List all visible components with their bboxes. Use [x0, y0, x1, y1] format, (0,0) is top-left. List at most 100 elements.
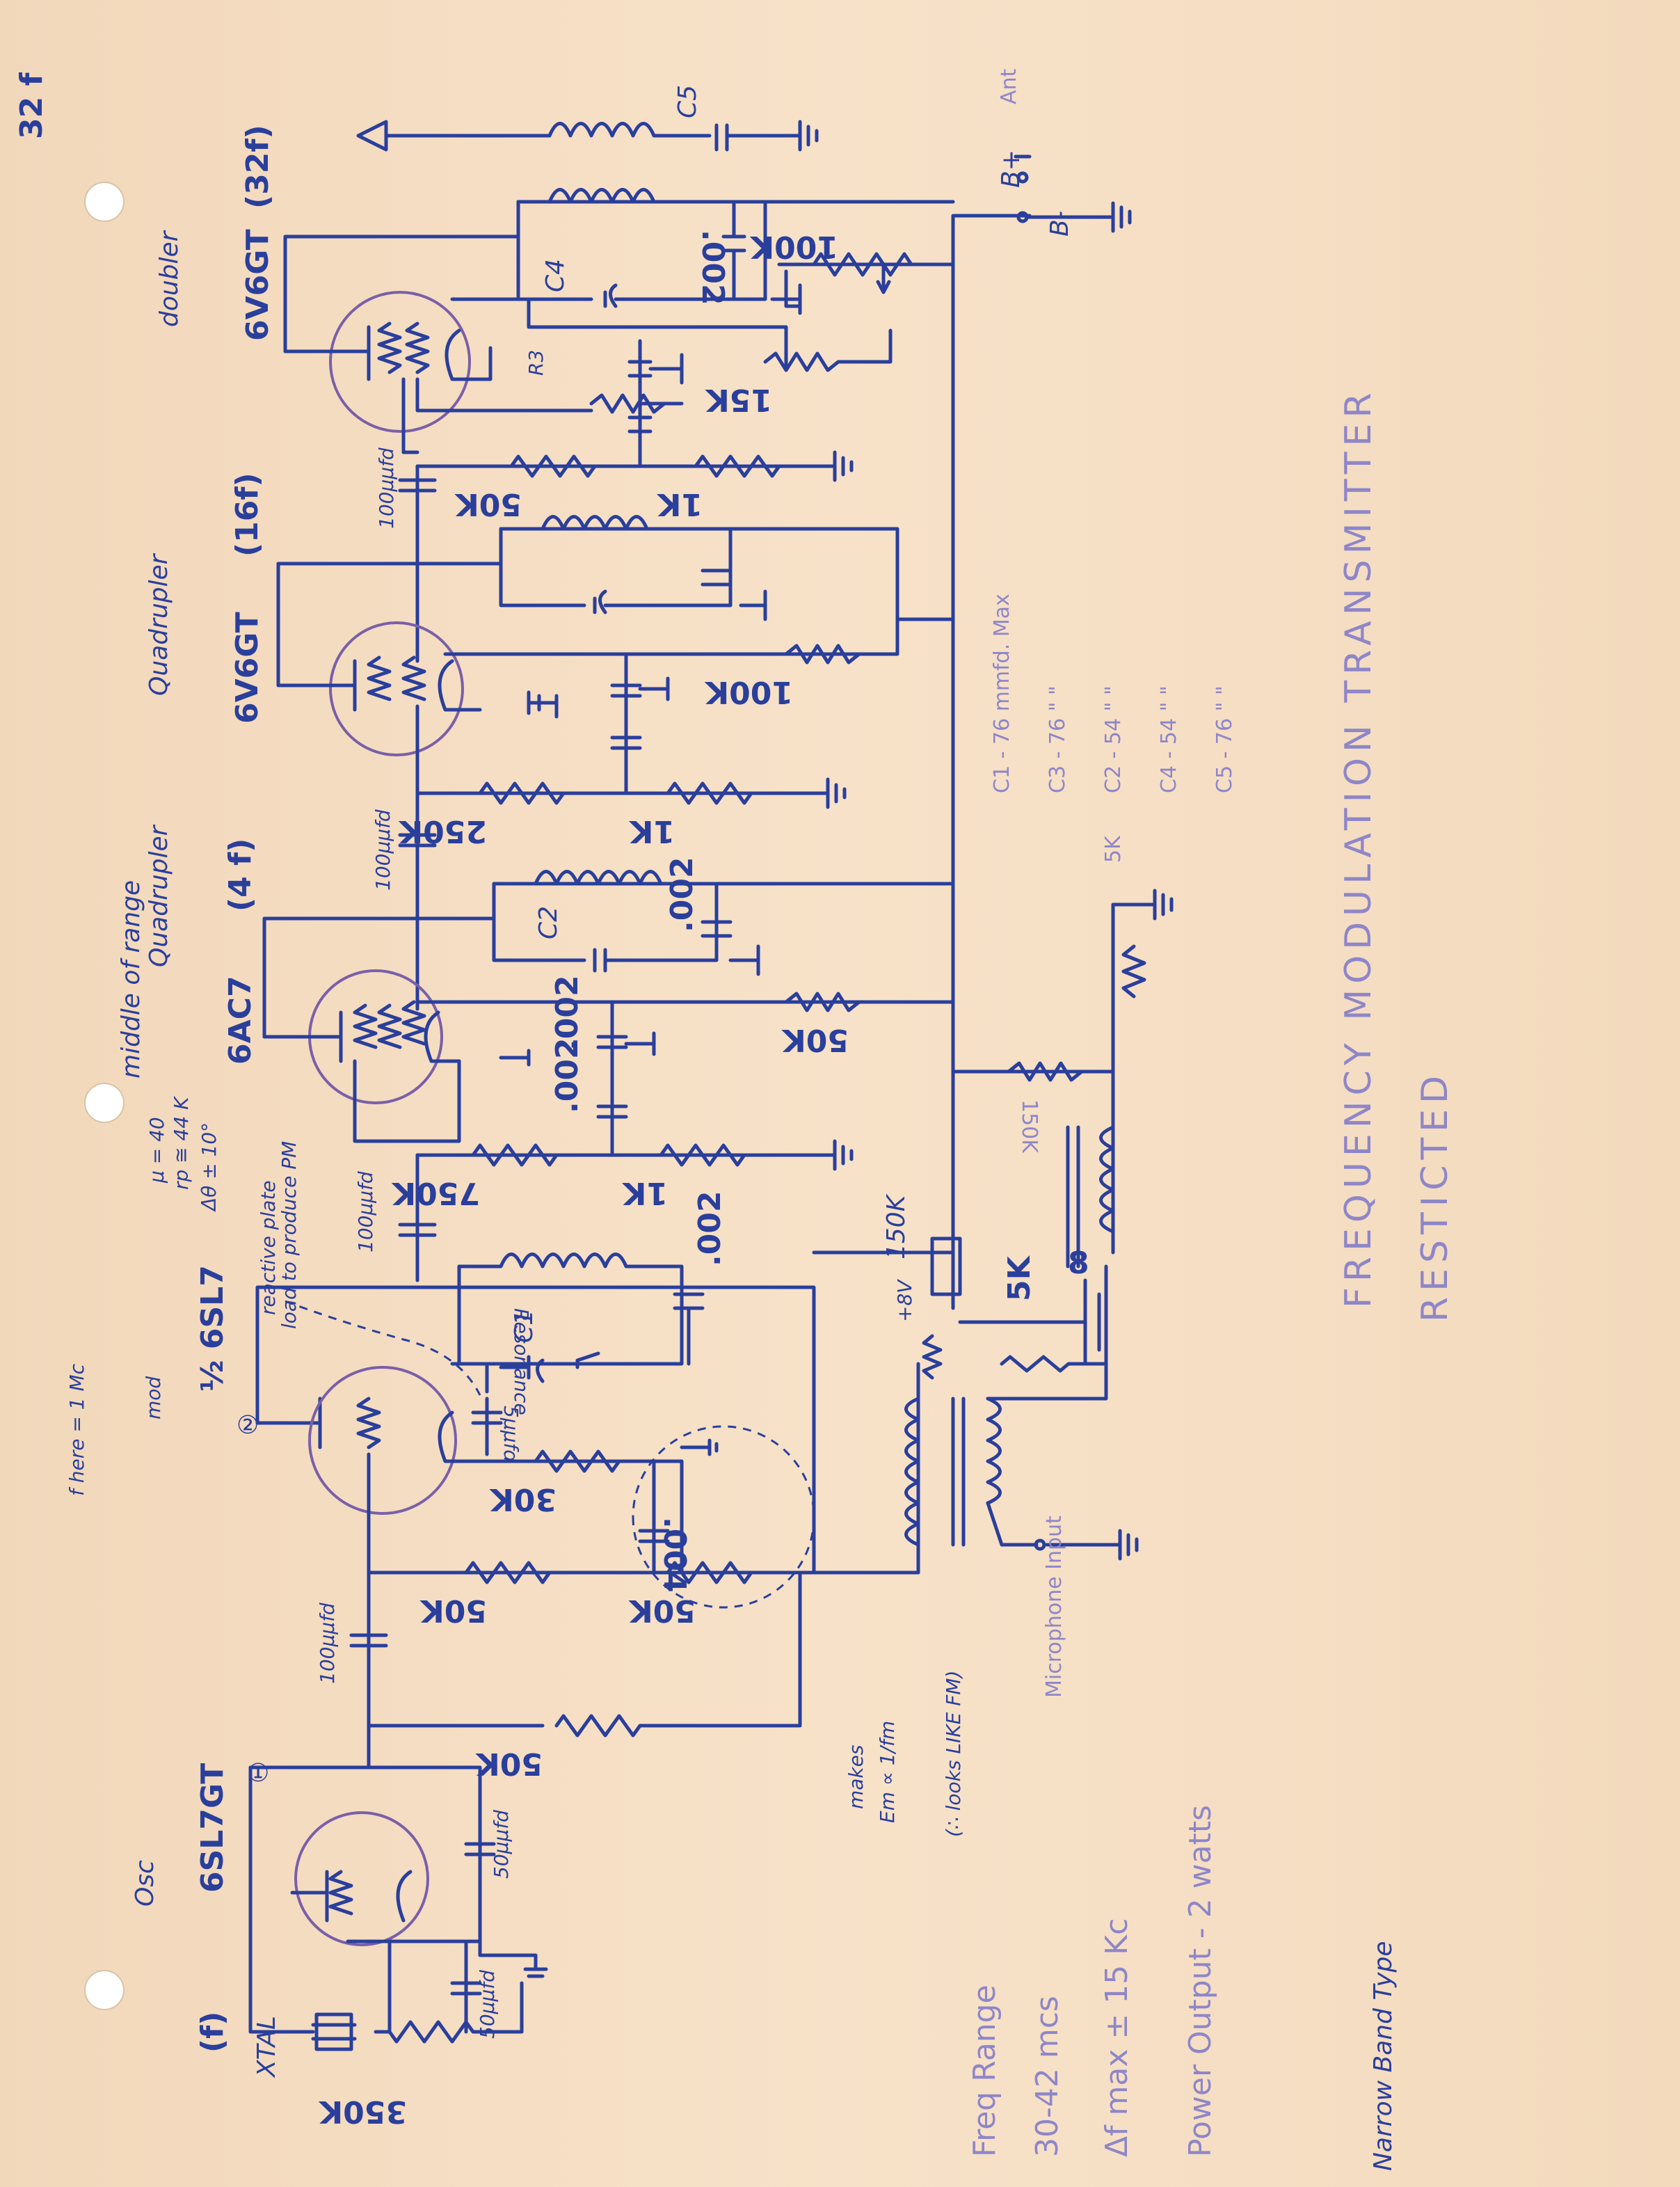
title-text: FREQUENCY MODULATION TRANSMITTER — [1338, 388, 1379, 1308]
binder-hole-middle — [84, 1083, 125, 1123]
quad2-tank — [276, 515, 955, 687]
audio-section — [812, 889, 1174, 1575]
c100-dbl-label: 100μμfd — [375, 447, 398, 529]
capacitor-table: C1 - 76 mmfd. Max C3 - 76 " " C2 - 54 " … — [990, 594, 1237, 793]
mod-tube — [285, 1300, 517, 1575]
f-here-note: f here = 1 Mc — [65, 1363, 88, 1496]
r5k-bias-label: 5K — [1101, 835, 1126, 863]
r350k-label: 350K — [318, 2094, 407, 2129]
rp-note: rp ≅ 44 K — [170, 1095, 193, 1190]
cap-table-row: C5 - 76 " " — [1213, 685, 1237, 793]
doubler-tube — [283, 291, 893, 454]
binder-hole-top — [84, 182, 125, 222]
r15k-label: 15K — [705, 382, 772, 417]
c002-mod-label: .002 — [692, 1191, 728, 1266]
quad2-tube — [276, 617, 899, 795]
mic-input-label: Microphone Input — [1042, 1516, 1066, 1698]
doubler-grid-network — [398, 436, 854, 663]
osc-crystal — [311, 1939, 524, 2051]
mod-tube-label: ½ 6SL7 — [195, 1265, 230, 1392]
c50-bottom-label: 50μμfd — [476, 1970, 499, 2039]
middle-range-note: middle of range — [117, 880, 145, 1079]
r50k-dbl-label: 50K — [454, 486, 522, 522]
quad1-tube — [262, 969, 955, 1157]
doubler-tube-label: 6V6GT — [240, 229, 275, 341]
r1k-q1-label: 1K — [621, 1175, 668, 1211]
quad2-tube-label: 6V6GT — [230, 612, 265, 724]
looks-fm-note: (∴ looks LIKE FM) — [942, 1671, 965, 1837]
r1k-dbl-label: 1K — [656, 486, 703, 522]
mu-note: μ = 40 — [145, 1117, 168, 1184]
reactive-note-1: reactive plate — [257, 1180, 280, 1315]
spec-line: Freq Range — [967, 1985, 1002, 2157]
quad1-grid-network — [398, 1139, 854, 1282]
antenna-section — [283, 120, 955, 353]
r50k-osc-label: 50K — [475, 1746, 543, 1781]
cap-table-row: C4 - 54 " " — [1157, 685, 1181, 793]
r50k-mod-a-label: 50K — [419, 1593, 487, 1628]
mod-grid-network — [349, 1425, 920, 1770]
r3-label: R3 — [525, 350, 547, 376]
quad1-tube-label: 6AC7 — [223, 976, 258, 1065]
b-plus-label: B+ — [997, 150, 1025, 188]
r50k-mod-b-label: 50K — [628, 1593, 696, 1628]
doubler-mult-label: (32f) — [240, 125, 275, 209]
c002-q1b-label: .002 — [550, 1037, 585, 1113]
r30k-label: 30K — [489, 1481, 557, 1517]
r5k-audio-label: 5K — [1002, 1255, 1037, 1301]
xtal-label: XTAL — [253, 2016, 281, 2078]
r100k-dbl-label: 100K — [749, 229, 838, 264]
r100k-q2-label: 100K — [704, 674, 793, 710]
c4-label: C4 — [541, 259, 570, 292]
c100-q2-label: 100μμfd — [371, 809, 394, 891]
b-plus-rail — [951, 154, 1032, 1310]
plus-8v-label: +8V — [893, 1279, 916, 1322]
cap-table-row: C1 - 76 mmfd. Max — [990, 594, 1014, 793]
c8-label: 8 — [1068, 1246, 1089, 1281]
spec-line: Δf max ± 15 Kc — [1099, 1918, 1135, 2157]
resonance-label: Resonance — [510, 1308, 533, 1415]
binder-hole-bottom — [84, 1970, 125, 2010]
r250k-label: 250K — [398, 813, 487, 849]
mod-role-label: mod — [142, 1376, 165, 1419]
cap-table-row: C3 - 76 " " — [1046, 685, 1070, 793]
quad2-mult-label: (16f) — [230, 472, 265, 557]
r1k-q2-label: 1K — [628, 813, 675, 849]
makes-note: makes — [845, 1745, 867, 1809]
reactive-note-2: load to produce PM — [278, 1141, 301, 1329]
dtheta-note: Δθ ± 10° — [198, 1122, 221, 1212]
r150k-bias-label: 150K — [1017, 1099, 1041, 1154]
c002-q1c-label: .002 — [664, 857, 700, 932]
spec-list: Freq Range 30-42 mcs Δf max ± 15 Kc Powe… — [967, 1805, 1218, 2157]
quad1-role-label: Quadrupler — [145, 824, 173, 967]
em-note: Em ∝ 1/fm — [876, 1721, 899, 1823]
cap-table-row: C2 - 54 " " — [1101, 685, 1126, 793]
c50-top-label: 50μμfd — [490, 1810, 513, 1879]
c004-label: .004 — [657, 1517, 692, 1593]
b-minus-label: B- — [1046, 211, 1074, 237]
osc-marker: ① — [247, 1759, 269, 1788]
doubler-role-label: doubler — [155, 230, 184, 327]
antenna-label: Ant — [997, 68, 1021, 104]
r150k-label: 150K — [882, 1193, 911, 1259]
subtitle-text: Narrow Band Type — [1369, 1941, 1398, 2171]
spec-line: Power Output - 2 watts — [1183, 1805, 1218, 2157]
c002-q1a-label: .002 — [550, 975, 585, 1051]
quad1-tank — [262, 870, 955, 1039]
quad1-mult-label: (4 f) — [223, 838, 258, 912]
quad2-grid-network — [398, 777, 847, 1011]
spec-line: 30-42 mcs — [1030, 1996, 1065, 2157]
osc-role-label: Osc — [131, 1860, 159, 1907]
mod-marker: ② — [237, 1411, 259, 1440]
stamp-text: RESTICTED — [1414, 1070, 1456, 1322]
quad2-role-label: Quadrupler — [145, 552, 173, 696]
osc-tube-label: 6SL7GT — [195, 1763, 230, 1893]
osc-tube — [248, 1570, 802, 2034]
r750k-label: 750K — [391, 1175, 480, 1211]
r50k-q1-label: 50K — [781, 1022, 849, 1058]
c2-label: C2 — [534, 906, 563, 939]
c002-dbl-label: .002 — [695, 230, 730, 305]
c5-ant-label: C5 — [673, 85, 702, 118]
